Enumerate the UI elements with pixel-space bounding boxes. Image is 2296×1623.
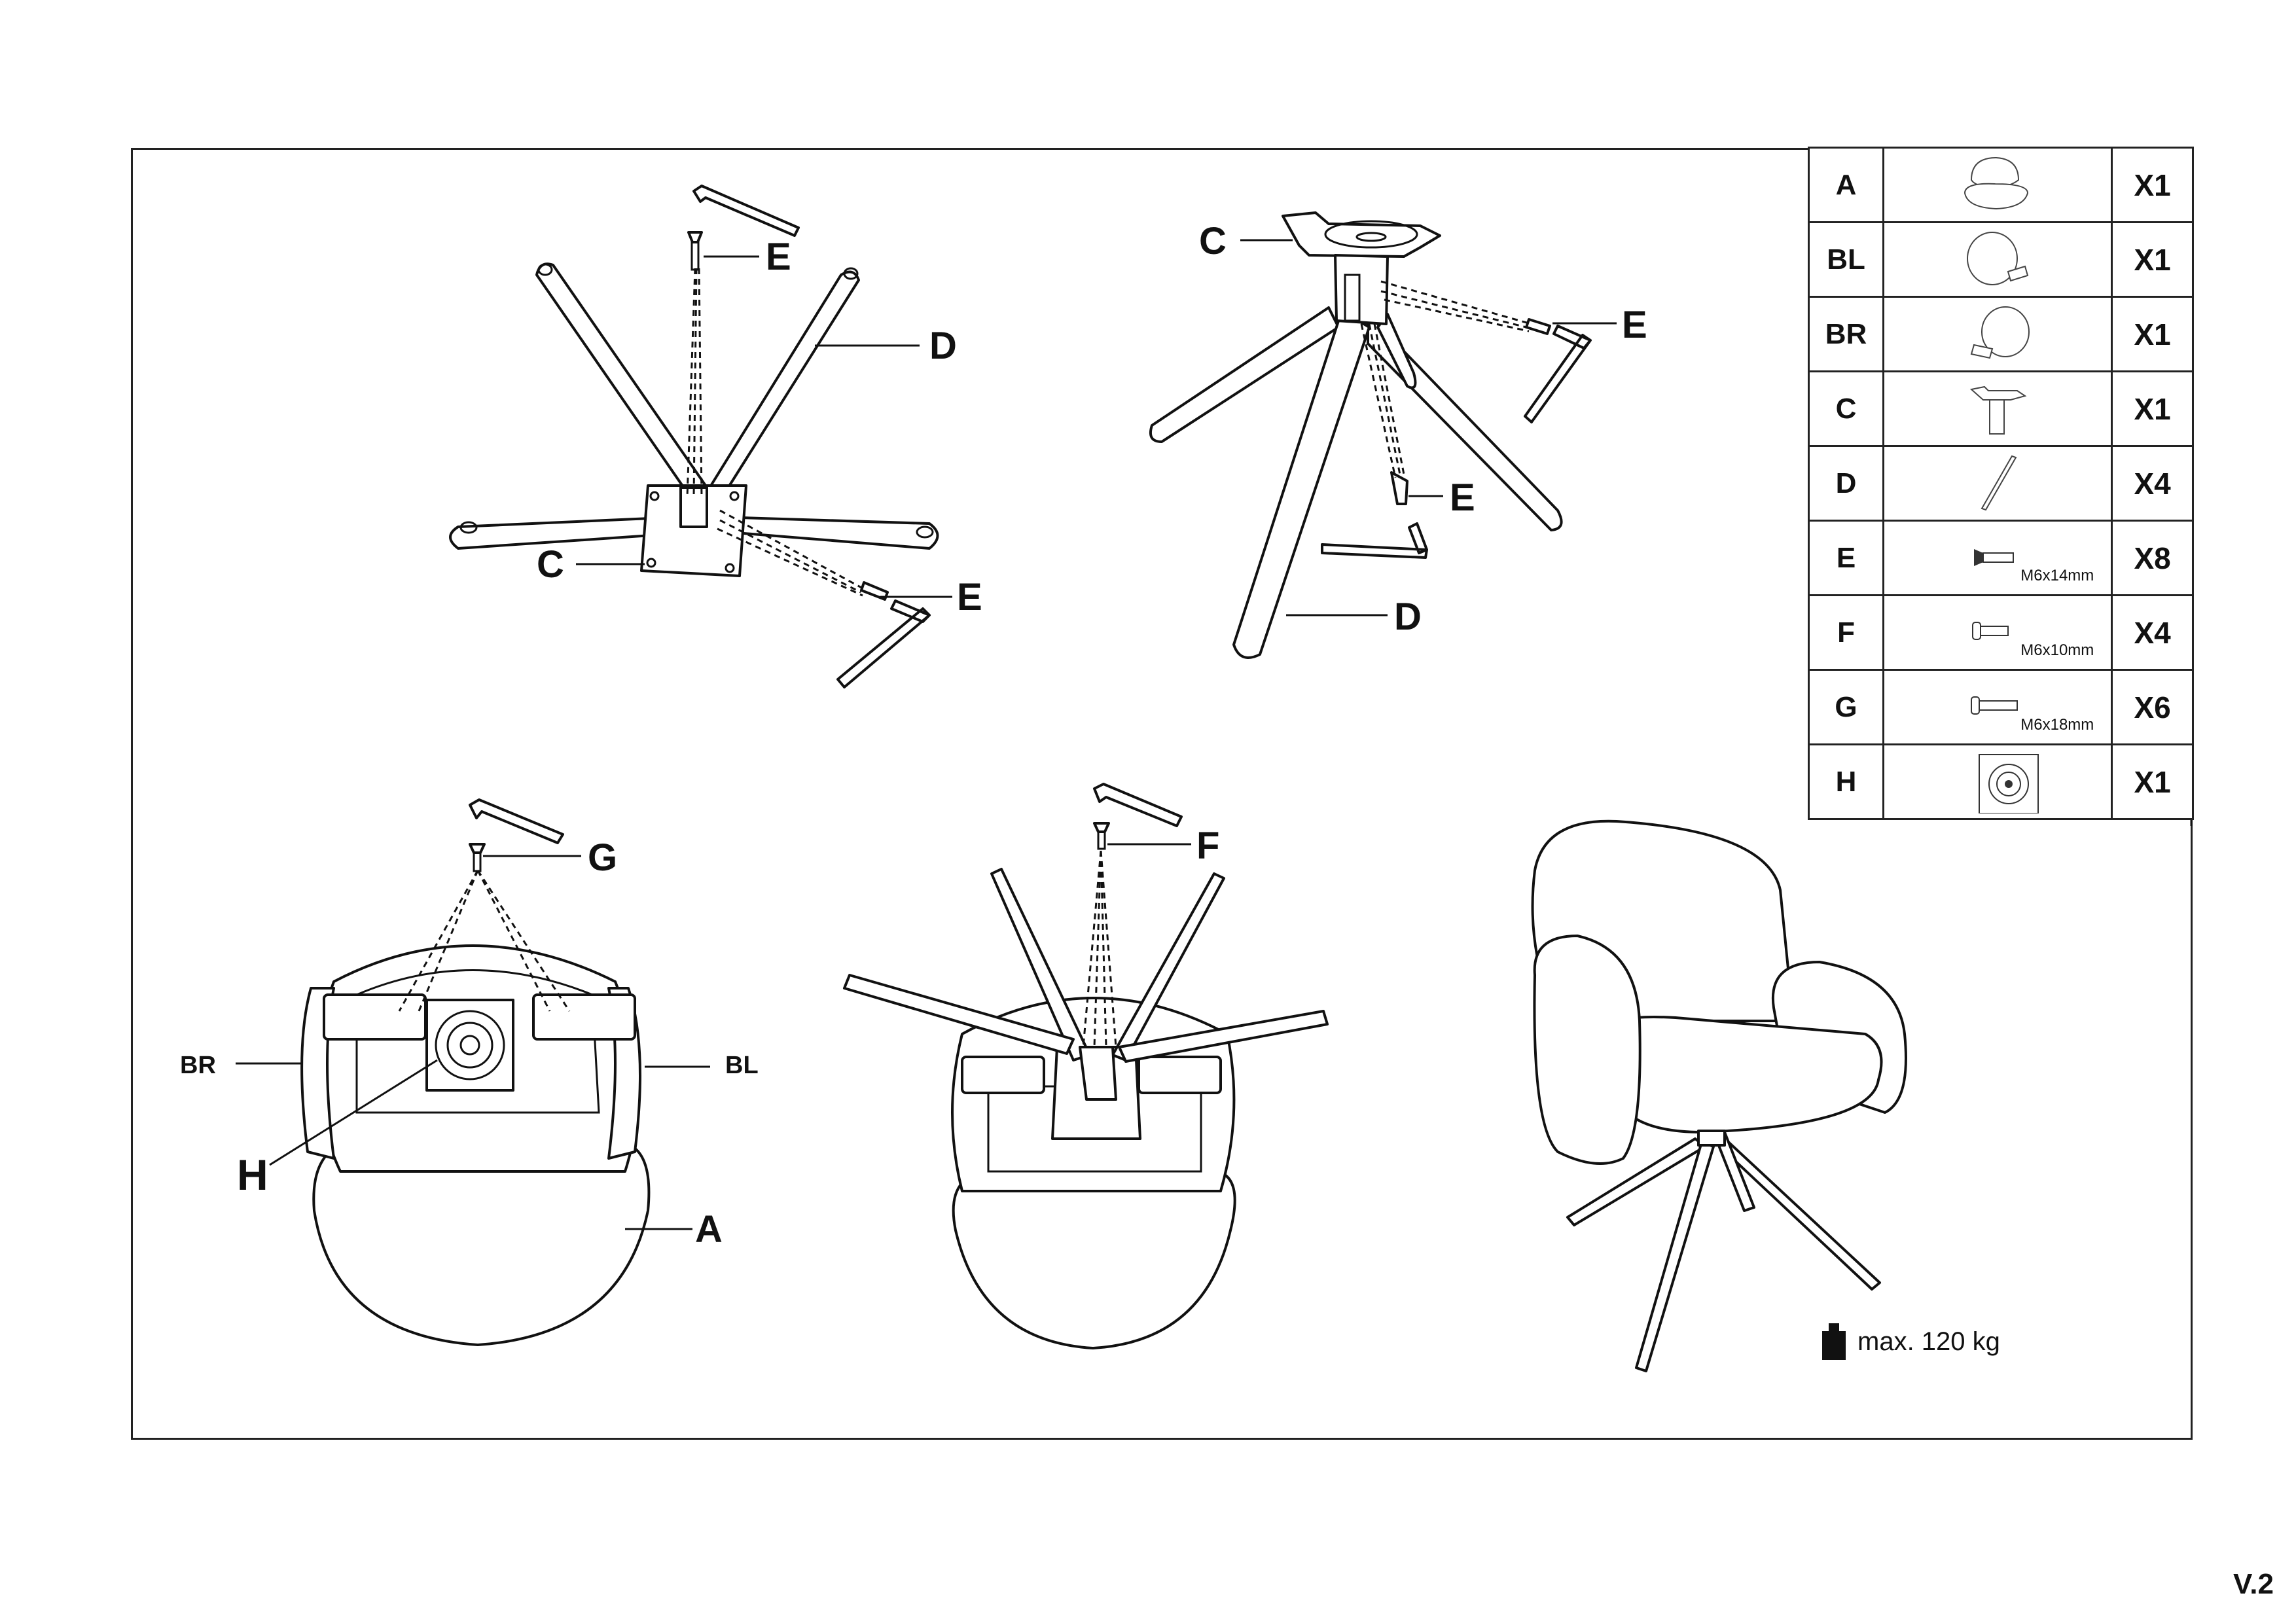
leg-d: [706, 270, 860, 502]
part-code: F: [1807, 594, 1885, 671]
part-code: D: [1807, 445, 1885, 522]
max-load-text: max. 120 kg: [1857, 1327, 2000, 1356]
part-qty: X1: [2111, 147, 2194, 223]
label-g: G: [588, 836, 617, 879]
leg-d: [535, 262, 711, 499]
table-row: D X4: [1807, 445, 2194, 522]
label-a: A: [695, 1208, 723, 1251]
allen-key: [836, 599, 931, 688]
table-row: F M6x10mm X4: [1807, 594, 2194, 671]
table-row: G M6x18mm X6: [1807, 669, 2194, 745]
step-4-base-to-seat: F: [843, 783, 1329, 1349]
part-qty: X8: [2111, 520, 2194, 596]
seat-shell-icon: [1882, 147, 2113, 223]
leg-icon: [1882, 445, 2113, 522]
part-code: A: [1807, 147, 1885, 223]
part-spec: M6x14mm: [2020, 567, 2094, 584]
seat-shell-a: [952, 1169, 1236, 1349]
weight-icon: [1822, 1323, 1846, 1360]
step-2-tripod: C E E D: [1149, 211, 1647, 659]
part-qty: X1: [2111, 370, 2194, 447]
table-row: C X1: [1807, 370, 2194, 447]
leg-d: [1232, 310, 1371, 659]
swivel-plate-icon: [1882, 743, 2113, 820]
part-code: H: [1807, 743, 1885, 820]
leg-d: [449, 516, 682, 550]
part-spec: M6x10mm: [2020, 641, 2094, 659]
part-qty: X1: [2111, 221, 2194, 298]
bracket-bl: [532, 993, 636, 1041]
label-f: F: [1196, 825, 1219, 867]
table-row: BR X1: [1807, 296, 2194, 372]
table-row: H X1: [1807, 743, 2194, 820]
screw-e: [687, 231, 703, 243]
allen-key: [1321, 522, 1428, 559]
version-label: V.2: [2233, 1568, 2274, 1600]
step-3-seat-underside: G BR BL H A: [180, 798, 759, 1346]
label-c: C: [1199, 220, 1227, 262]
table-row: A X1: [1807, 147, 2194, 223]
leg-d: [1118, 1010, 1329, 1063]
parts-list-table: A X1 BL X1 BR X1 C X1 D X4 E: [1807, 147, 2194, 820]
leg-d: [1376, 313, 1417, 389]
chair-leg: [1710, 1134, 1881, 1291]
leg-d: [719, 516, 939, 550]
part-spec: M6x18mm: [2020, 716, 2094, 734]
part-code: G: [1807, 669, 1885, 745]
label-e: E: [1622, 304, 1647, 346]
label-h: H: [237, 1150, 268, 1199]
label-e: E: [957, 576, 982, 618]
leg-d: [1111, 872, 1225, 1061]
hub-plate-c: [640, 484, 747, 577]
leg-d: [1149, 306, 1340, 443]
step-1-legs-to-hub: E D C E: [449, 185, 982, 688]
swivel-plate-h: [425, 999, 514, 1092]
allen-key: [1524, 325, 1592, 423]
label-d: D: [929, 325, 957, 367]
part-qty: X6: [2111, 669, 2194, 745]
allen-key: [692, 185, 800, 237]
table-row: BL X1: [1807, 221, 2194, 298]
bolt-icon: M6x10mm: [1882, 594, 2113, 671]
part-code: BL: [1807, 221, 1885, 298]
leg-d: [1367, 313, 1563, 531]
part-code: E: [1807, 520, 1885, 596]
chair-seat: [1609, 1016, 1883, 1133]
table-row: E M6x14mm X8: [1807, 520, 2194, 596]
bracket-br: [323, 993, 427, 1041]
part-qty: X1: [2111, 743, 2194, 820]
countersunk-screw-icon: M6x14mm: [1882, 520, 2113, 596]
leg-hub-icon: [1882, 370, 2113, 447]
part-code: BR: [1807, 296, 1885, 372]
label-c: C: [537, 543, 564, 586]
label-e: E: [766, 236, 791, 278]
max-load-note: max. 120 kg: [1821, 1322, 2000, 1361]
label-bl: BL: [725, 1052, 759, 1079]
allen-key: [1093, 783, 1183, 827]
label-br: BR: [180, 1052, 216, 1079]
chair-arm-left: [1533, 935, 1641, 1165]
label-e: E: [1450, 476, 1475, 519]
part-qty: X4: [2111, 445, 2194, 522]
part-code: C: [1807, 370, 1885, 447]
part-qty: X4: [2111, 594, 2194, 671]
part-qty: X1: [2111, 296, 2194, 372]
finished-chair: [1531, 819, 1907, 1372]
right-armrest-icon: [1882, 296, 2113, 372]
bolt-icon: M6x18mm: [1882, 669, 2113, 745]
leg-d: [843, 974, 1075, 1055]
label-d: D: [1394, 596, 1422, 638]
left-armrest-icon: [1882, 221, 2113, 298]
allen-key: [469, 798, 564, 844]
